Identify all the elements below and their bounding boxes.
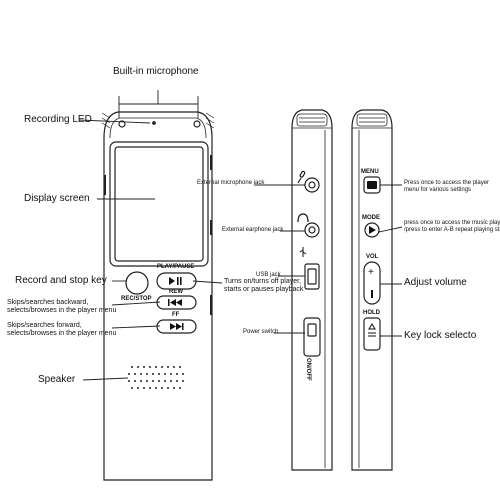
volume-rocker (363, 261, 381, 305)
ext-mic-jack-label: External microphone jack (197, 180, 265, 186)
hold-text: HOLD (363, 310, 380, 316)
adjust-volume-label: Adjust volume (404, 277, 467, 288)
front-right-mic-hole (193, 120, 201, 128)
menu-key-icon (367, 181, 377, 189)
display-screen-label: Display screen (24, 193, 90, 204)
key-lock-label: Key lock selecto (404, 330, 477, 341)
rewind-icon (168, 299, 182, 306)
ext-earphone-jack-label: External earphone jack (222, 227, 284, 233)
mode-desc-label: press once to access the music player /p… (404, 220, 500, 233)
rew-text: REW (169, 289, 183, 295)
menu-desc-label: Press once to access the player menu for… (404, 180, 490, 193)
microphone-icon (297, 170, 306, 184)
display-screen-bezel (109, 141, 209, 267)
speaker-label: Speaker (38, 374, 76, 385)
play-pause-desc-label: Turns on/turns off player, starts or pau… (224, 278, 304, 293)
ext-earphone-jack (304, 222, 320, 238)
usb-jack-label: USB jack (256, 272, 281, 278)
builtin-mic-callout (118, 90, 199, 118)
side-right-mic-grille (356, 113, 388, 127)
builtin-mic-label: Built-in microphone (113, 66, 199, 77)
rec-stop-button (125, 271, 149, 295)
play-pause-text: PLAY/PAUSE (157, 264, 195, 270)
speaker-grille (128, 366, 184, 389)
mode-key (364, 222, 380, 238)
usb-port (304, 263, 320, 290)
power-switch (303, 317, 321, 357)
ext-mic-jack (304, 177, 320, 193)
side-left-mic-grille (296, 113, 328, 127)
rec-stop-text: REC/STOP (121, 296, 152, 302)
hold-switch (363, 317, 381, 351)
record-stop-key-label: Record and stop key (15, 275, 107, 286)
vol-text: VOL (366, 254, 379, 260)
front-mic-grille (101, 112, 215, 129)
fast-forward-icon (170, 323, 184, 330)
play-pause-button (156, 272, 197, 290)
skip-back-label: Skips/searches backward, selects/browses… (7, 299, 117, 314)
play-pause-icon (169, 277, 182, 285)
mode-play-icon (369, 226, 376, 234)
power-switch-label: Power switch (243, 329, 279, 335)
menu-text: MENU (361, 169, 379, 175)
usb-icon (299, 247, 307, 257)
headphones-icon (297, 213, 309, 223)
ff-text: FF (172, 312, 180, 318)
lock-icon (368, 323, 376, 337)
front-left-mic-hole (118, 120, 126, 128)
onoff-text: ON/OFF (305, 358, 311, 381)
display-screen (114, 146, 204, 262)
recording-led (152, 121, 156, 125)
mode-text: MODE (362, 215, 380, 221)
skip-fwd-label: Skips/searches forward, selects/browses … (7, 322, 117, 337)
recording-led-label: Recording LED (24, 114, 92, 125)
plus-icon: + (368, 267, 374, 278)
minus-icon (371, 290, 373, 298)
